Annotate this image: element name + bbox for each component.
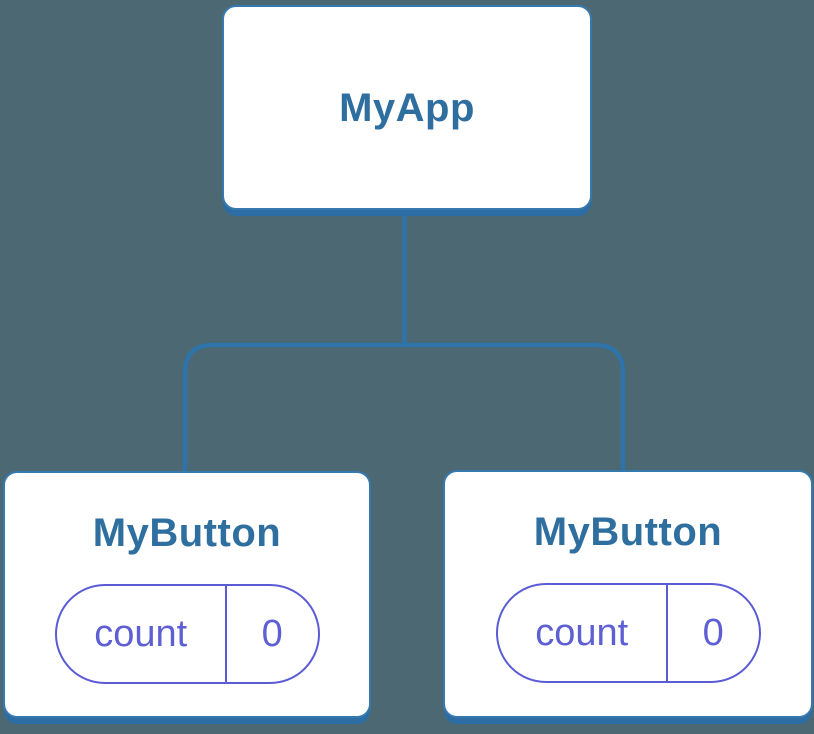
state-value-cell: 0 [224, 586, 318, 682]
node-card-myapp: MyApp [222, 5, 592, 210]
connector-bracket-line [182, 342, 626, 471]
node-title: MyApp [339, 85, 475, 130]
state-key-label: count [535, 611, 629, 654]
state-value-label: 0 [702, 611, 724, 654]
node-title: MyButton [533, 510, 723, 554]
state-key-cell: count [57, 586, 225, 682]
node-card-mybutton-right: MyButton count 0 [443, 470, 813, 718]
node-title: MyButton [92, 511, 282, 555]
state-value-cell: 0 [665, 585, 759, 681]
state-pill: count 0 [54, 584, 320, 684]
state-key-cell: count [498, 585, 666, 681]
state-value-label: 0 [261, 612, 283, 655]
node-card-mybutton-left: MyButton count 0 [3, 471, 371, 718]
state-pill: count 0 [495, 583, 761, 683]
state-key-label: count [94, 612, 188, 655]
